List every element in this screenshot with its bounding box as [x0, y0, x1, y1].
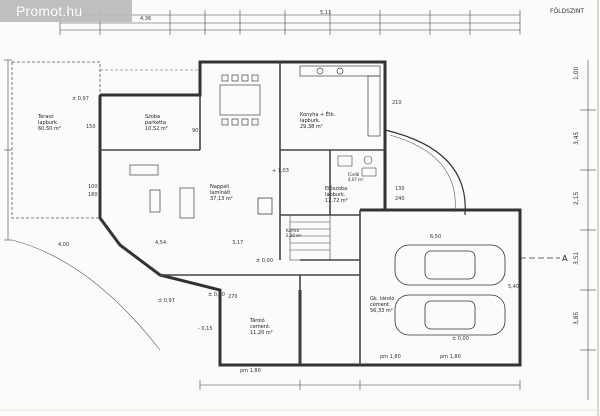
terrain-arc [11, 239, 161, 351]
dim-454: 4,54 [155, 240, 166, 246]
room-garazs-area: 56,33 m² [370, 308, 393, 314]
room-konyha-name: Konyha + Étk. [300, 110, 336, 118]
room-konyha-sub: lapburk. [300, 118, 321, 124]
dim-400: 4,00 [58, 242, 69, 248]
dim-240: 240 [395, 196, 405, 202]
right-dimension-lines [580, 60, 596, 400]
section-marker: A [562, 254, 568, 263]
dim-317: 3,17 [232, 240, 243, 246]
right-dim-4: 3,51 [573, 251, 580, 265]
room-tarolo-name: Tároló [249, 317, 265, 324]
bottom-dimension-lines [199, 380, 521, 390]
level-6: ± 0,00 [452, 336, 469, 342]
level-3: + 1,03 [272, 168, 289, 174]
dim-540: 5,40 [508, 284, 519, 290]
floor-label: FÖLDSZINT [550, 8, 584, 15]
kitchen-counter [299, 65, 381, 137]
exterior-walls [98, 60, 522, 367]
dim-top-1: 4,36 [140, 16, 151, 22]
room-szoba-name: Szoba [145, 114, 160, 120]
room-szoba-sub: parketta [145, 120, 166, 126]
room-garazs-name: Gk. tároló [370, 295, 394, 302]
room-tarolo-area: 11,20 m² [250, 330, 273, 336]
room-eloszoba-name: Előszoba [325, 186, 347, 192]
dim-130: 130 [395, 186, 405, 192]
level-7: ± 0,97 [158, 298, 175, 304]
room-konyha-area: 29,38 m² [300, 124, 323, 130]
level-1: ± 0,97 [72, 96, 89, 102]
room-eloszoba-sub: lapburk. [325, 192, 346, 198]
right-dim-5: 3,85 [573, 311, 580, 325]
room-nappali-name: Nappali [210, 184, 229, 190]
fireplace [257, 197, 273, 215]
staircase [289, 214, 331, 261]
left-dimension-lines [4, 59, 12, 241]
dim-270: 270 [228, 294, 238, 300]
room-terasz-area: 60,50 m² [38, 126, 61, 132]
room-terasz-name: Terasz [37, 114, 54, 120]
dim-90: 90 [192, 128, 198, 134]
car-2 [394, 294, 506, 336]
room-nappali-area: 37,13 m² [210, 196, 233, 202]
right-dim-3: 2,15 [573, 191, 580, 205]
car-1 [394, 244, 506, 286]
level-2: ± 0,00 [208, 292, 225, 298]
right-dim-2: 3,45 [573, 131, 580, 145]
bathroom-fixtures [337, 155, 377, 177]
dim-650: 6,50 [430, 234, 441, 240]
room-labels: Terasz lapburk. 60,50 m² Szoba parketta … [37, 110, 394, 336]
sill-1: pm 1,80 [240, 368, 261, 374]
top-dimension-lines [59, 10, 521, 35]
dim-180: 180 [88, 192, 98, 198]
dim-100: 100 [88, 184, 98, 190]
room-kamra-area: 2,20 m² [286, 233, 302, 238]
room-furdo-name: Fürdő [348, 172, 360, 177]
dim-150: 150 [86, 124, 96, 130]
room-tarolo-sub: cement. [250, 324, 271, 330]
dim-210: 210 [392, 100, 402, 106]
dim-top-2: 5,11 [320, 10, 331, 16]
sofa [129, 164, 195, 219]
room-szoba-area: 10,52 m² [145, 126, 168, 132]
right-dim-1: 1,00 [573, 66, 580, 80]
sill-2: pm 1,80 [380, 354, 401, 360]
level-markers: ± 0,97 ± 0,00 + 1,03 - 0,15 ± 0,00 ± 0,0… [72, 96, 469, 342]
bay-window-curve [384, 129, 466, 216]
level-4: - 0,15 [198, 326, 213, 332]
watermark-badge: Promot.hu [0, 0, 132, 22]
room-eloszoba-area: 12,72 m² [325, 198, 348, 204]
room-kamra-name: Kamra [286, 228, 300, 233]
watermark-text: Promot.hu [16, 3, 83, 19]
dimension-labels: 4,00 4,54 3,17 6,50 5,40 210 150 100 90 … [58, 100, 519, 300]
room-furdo-area: 4,07 m² [348, 177, 364, 182]
room-terasz-sub: lapburk. [38, 120, 59, 126]
level-5: ± 0,00 [256, 258, 273, 264]
sill-3: pm 1,80 [440, 354, 461, 360]
room-nappali-sub: laminált [210, 189, 230, 196]
dining-table [219, 74, 261, 126]
room-garazs-sub: cement. [370, 302, 391, 308]
sill-labels: pm 1,80 pm 1,80 pm 1,80 [240, 354, 461, 374]
